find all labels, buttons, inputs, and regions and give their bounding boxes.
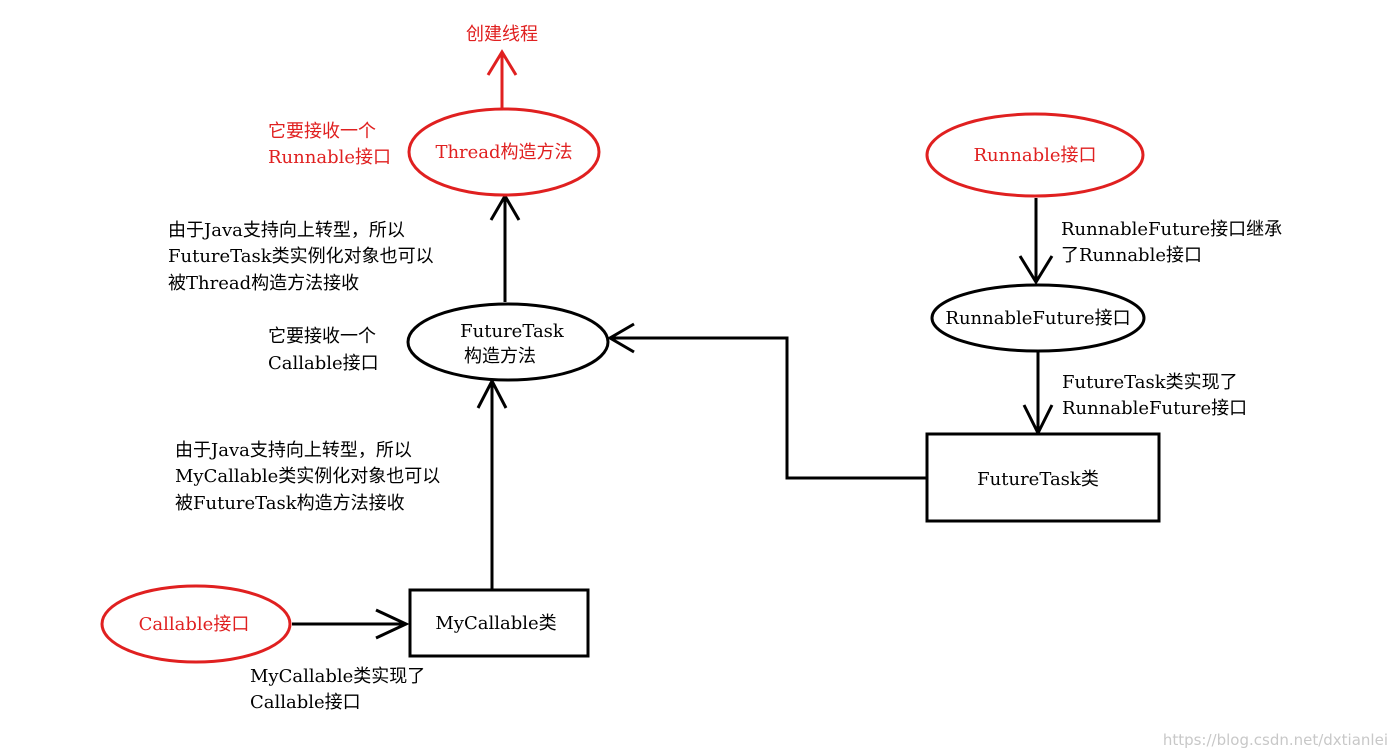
svg-text:Runnable接口: Runnable接口 bbox=[974, 145, 1097, 166]
arrow-runnablefuture-to-futuretaskclass bbox=[1022, 352, 1054, 437]
svg-text:Thread构造方法: Thread构造方法 bbox=[435, 142, 572, 163]
arrow-futuretask-to-thread bbox=[489, 193, 521, 302]
svg-text:MyCallable类实现了: MyCallable类实现了 bbox=[250, 666, 425, 687]
mycallable-class-node: MyCallable类 bbox=[408, 588, 590, 658]
svg-text:它要接收一个: 它要接收一个 bbox=[268, 326, 376, 347]
arrow-runnable-to-runnablefuture bbox=[1018, 198, 1054, 285]
arrow-futuretaskclass-to-ctor bbox=[607, 322, 927, 480]
svg-text:由于Java支持向上转型，所以: 由于Java支持向上转型，所以 bbox=[168, 220, 405, 241]
runnable-interface-node: Runnable接口 bbox=[925, 112, 1145, 198]
arrow-thread-to-create bbox=[486, 49, 518, 110]
svg-text:Callable接口: Callable接口 bbox=[268, 353, 379, 374]
callable-interface-node: Callable接口 bbox=[100, 584, 292, 664]
create-thread-label: 创建线程 bbox=[466, 24, 538, 45]
svg-text:被FutureTask构造方法接收: 被FutureTask构造方法接收 bbox=[175, 493, 405, 514]
annotation-runnablefuture-inherits: RunnableFuture接口继承 了Runnable接口 bbox=[1061, 219, 1282, 266]
svg-text:FutureTask类: FutureTask类 bbox=[977, 469, 1099, 490]
svg-text:RunnableFuture接口: RunnableFuture接口 bbox=[1062, 398, 1247, 419]
futuretask-class-node: FutureTask类 bbox=[925, 432, 1161, 523]
annotation-futuretask-accepts: 它要接收一个 Callable接口 bbox=[268, 326, 379, 374]
annotation-futuretask-upcast: 由于Java支持向上转型，所以 FutureTask类实例化对象也可以 被Thr… bbox=[168, 220, 434, 294]
annotation-mycallable-upcast: 由于Java支持向上转型，所以 MyCallable类实例化对象也可以 被Fut… bbox=[175, 440, 440, 514]
svg-text:MyCallable类: MyCallable类 bbox=[435, 613, 556, 634]
futuretask-constructor-node: FutureTask 构造方法 bbox=[406, 302, 610, 382]
arrow-callable-to-mycallable bbox=[292, 608, 410, 640]
watermark: https://blog.csdn.net/dxtianlei bbox=[1163, 731, 1388, 749]
annotation-futuretask-implements: FutureTask类实现了 RunnableFuture接口 bbox=[1062, 372, 1247, 419]
thread-constructor-node: Thread构造方法 bbox=[407, 107, 601, 197]
svg-text:FutureTask类实现了: FutureTask类实现了 bbox=[1062, 372, 1238, 393]
svg-text:被Thread构造方法接收: 被Thread构造方法接收 bbox=[168, 273, 359, 294]
arrow-mycallable-to-futuretask bbox=[476, 377, 508, 590]
svg-text:Runnable接口: Runnable接口 bbox=[268, 147, 391, 168]
svg-text:Callable接口: Callable接口 bbox=[250, 692, 361, 713]
runnable-future-interface-node: RunnableFuture接口 bbox=[930, 283, 1146, 353]
svg-text:FutureTask类实例化对象也可以: FutureTask类实例化对象也可以 bbox=[168, 246, 434, 267]
svg-text:构造方法: 构造方法 bbox=[464, 346, 536, 367]
svg-text:MyCallable类实例化对象也可以: MyCallable类实例化对象也可以 bbox=[175, 466, 440, 487]
svg-text:了Runnable接口: 了Runnable接口 bbox=[1061, 245, 1202, 266]
svg-text:RunnableFuture接口: RunnableFuture接口 bbox=[945, 308, 1130, 329]
annotation-mycallable-implements: MyCallable类实现了 Callable接口 bbox=[250, 666, 425, 713]
svg-text:它要接收一个: 它要接收一个 bbox=[268, 121, 376, 142]
svg-text:由于Java支持向上转型，所以: 由于Java支持向上转型，所以 bbox=[175, 440, 412, 461]
annotation-thread-accepts: 它要接收一个 Runnable接口 bbox=[268, 121, 391, 168]
svg-text:RunnableFuture接口继承: RunnableFuture接口继承 bbox=[1061, 219, 1282, 240]
svg-text:FutureTask: FutureTask bbox=[460, 321, 565, 342]
svg-text:Callable接口: Callable接口 bbox=[139, 614, 250, 635]
